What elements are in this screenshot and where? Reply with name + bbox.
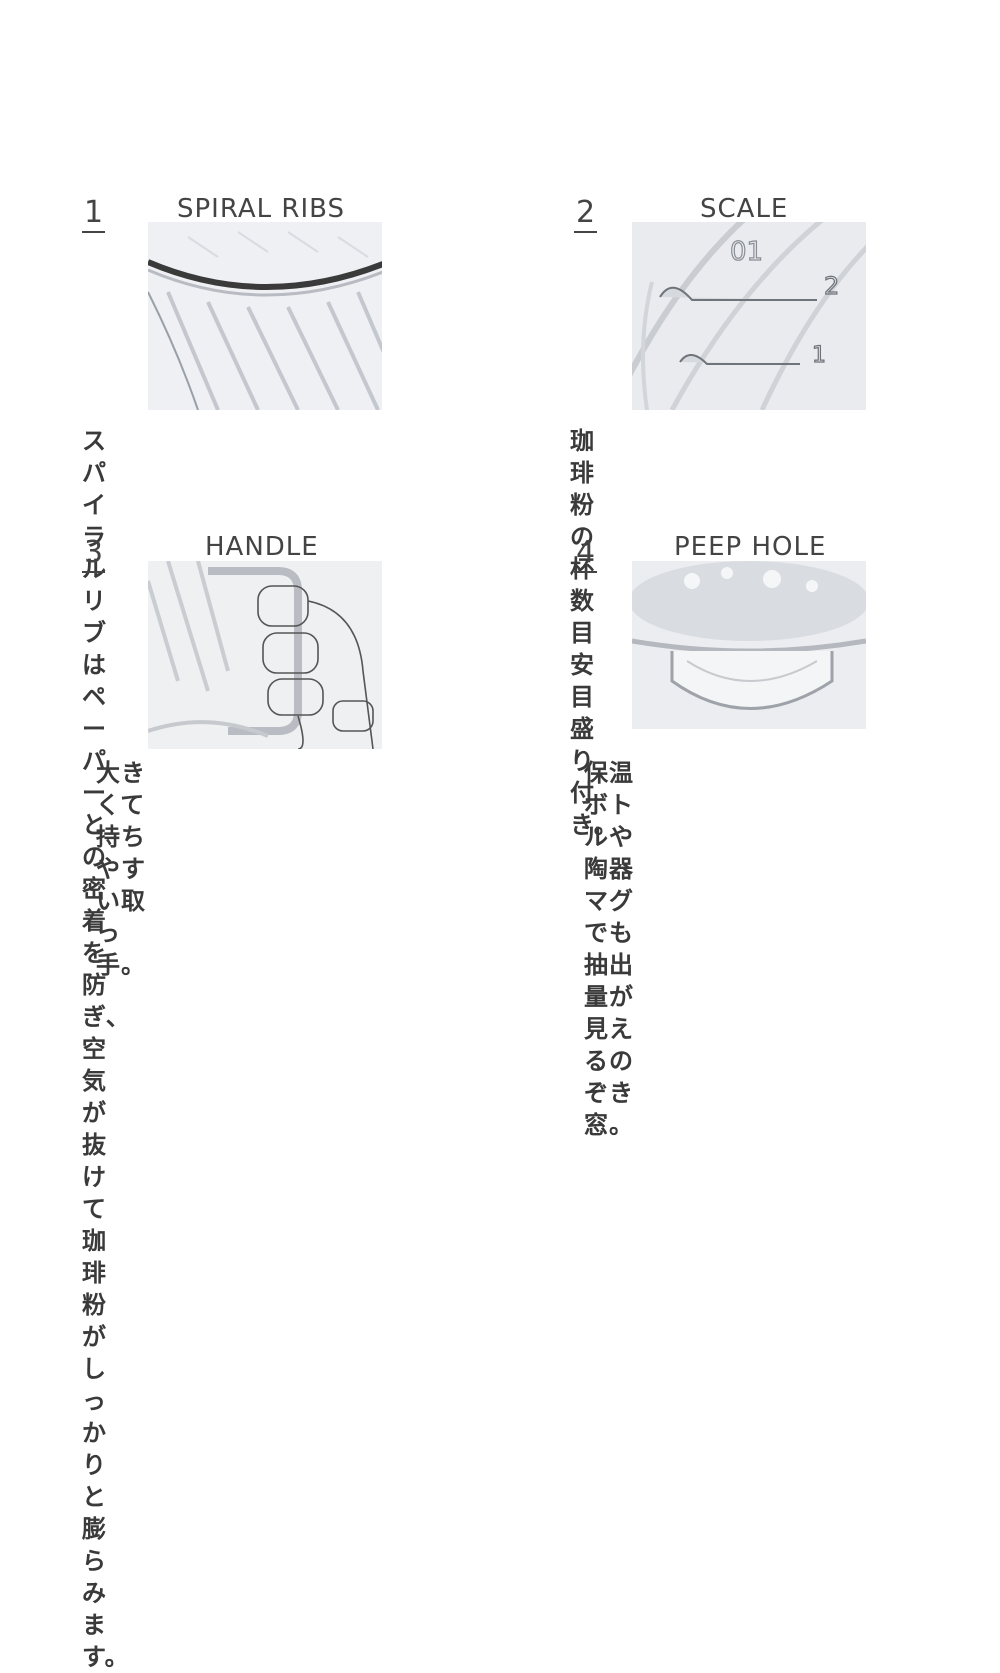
- feature-description: 保温ボトルや陶器マグでも 抽出量が見えるのぞき窓。: [584, 759, 634, 1139]
- feature-number: 1: [82, 197, 106, 233]
- feature-number: 4: [574, 537, 598, 573]
- feature-description: スパイラルリブはペーパーとの 密着を防ぎ、空気が抜けて 珈琲粉がしっかりと膨らみ…: [82, 427, 131, 1671]
- scale-photo: 01 2 1: [632, 222, 866, 410]
- scale-mark-cup2: 2: [824, 272, 839, 300]
- feature-number: 2: [574, 197, 598, 233]
- feature-title: SPIRAL RIBS: [177, 194, 346, 224]
- scale-mark-cup01: 01: [730, 237, 763, 267]
- feature-number: 3: [82, 537, 106, 573]
- feature-title: SCALE: [700, 194, 789, 224]
- spiral-ribs-photo: [148, 222, 382, 410]
- peep-hole-photo: [632, 561, 866, 729]
- feature-title: HANDLE: [205, 532, 319, 562]
- scale-mark-cup1: 1: [812, 343, 826, 368]
- feature-description: 珈琲粉の杯数目安目盛り付き。: [570, 427, 619, 839]
- handle-photo: [148, 561, 382, 749]
- feature-description: 大きくて持ちやすい取っ手。: [96, 759, 146, 979]
- feature-title: PEEP HOLE: [674, 532, 827, 562]
